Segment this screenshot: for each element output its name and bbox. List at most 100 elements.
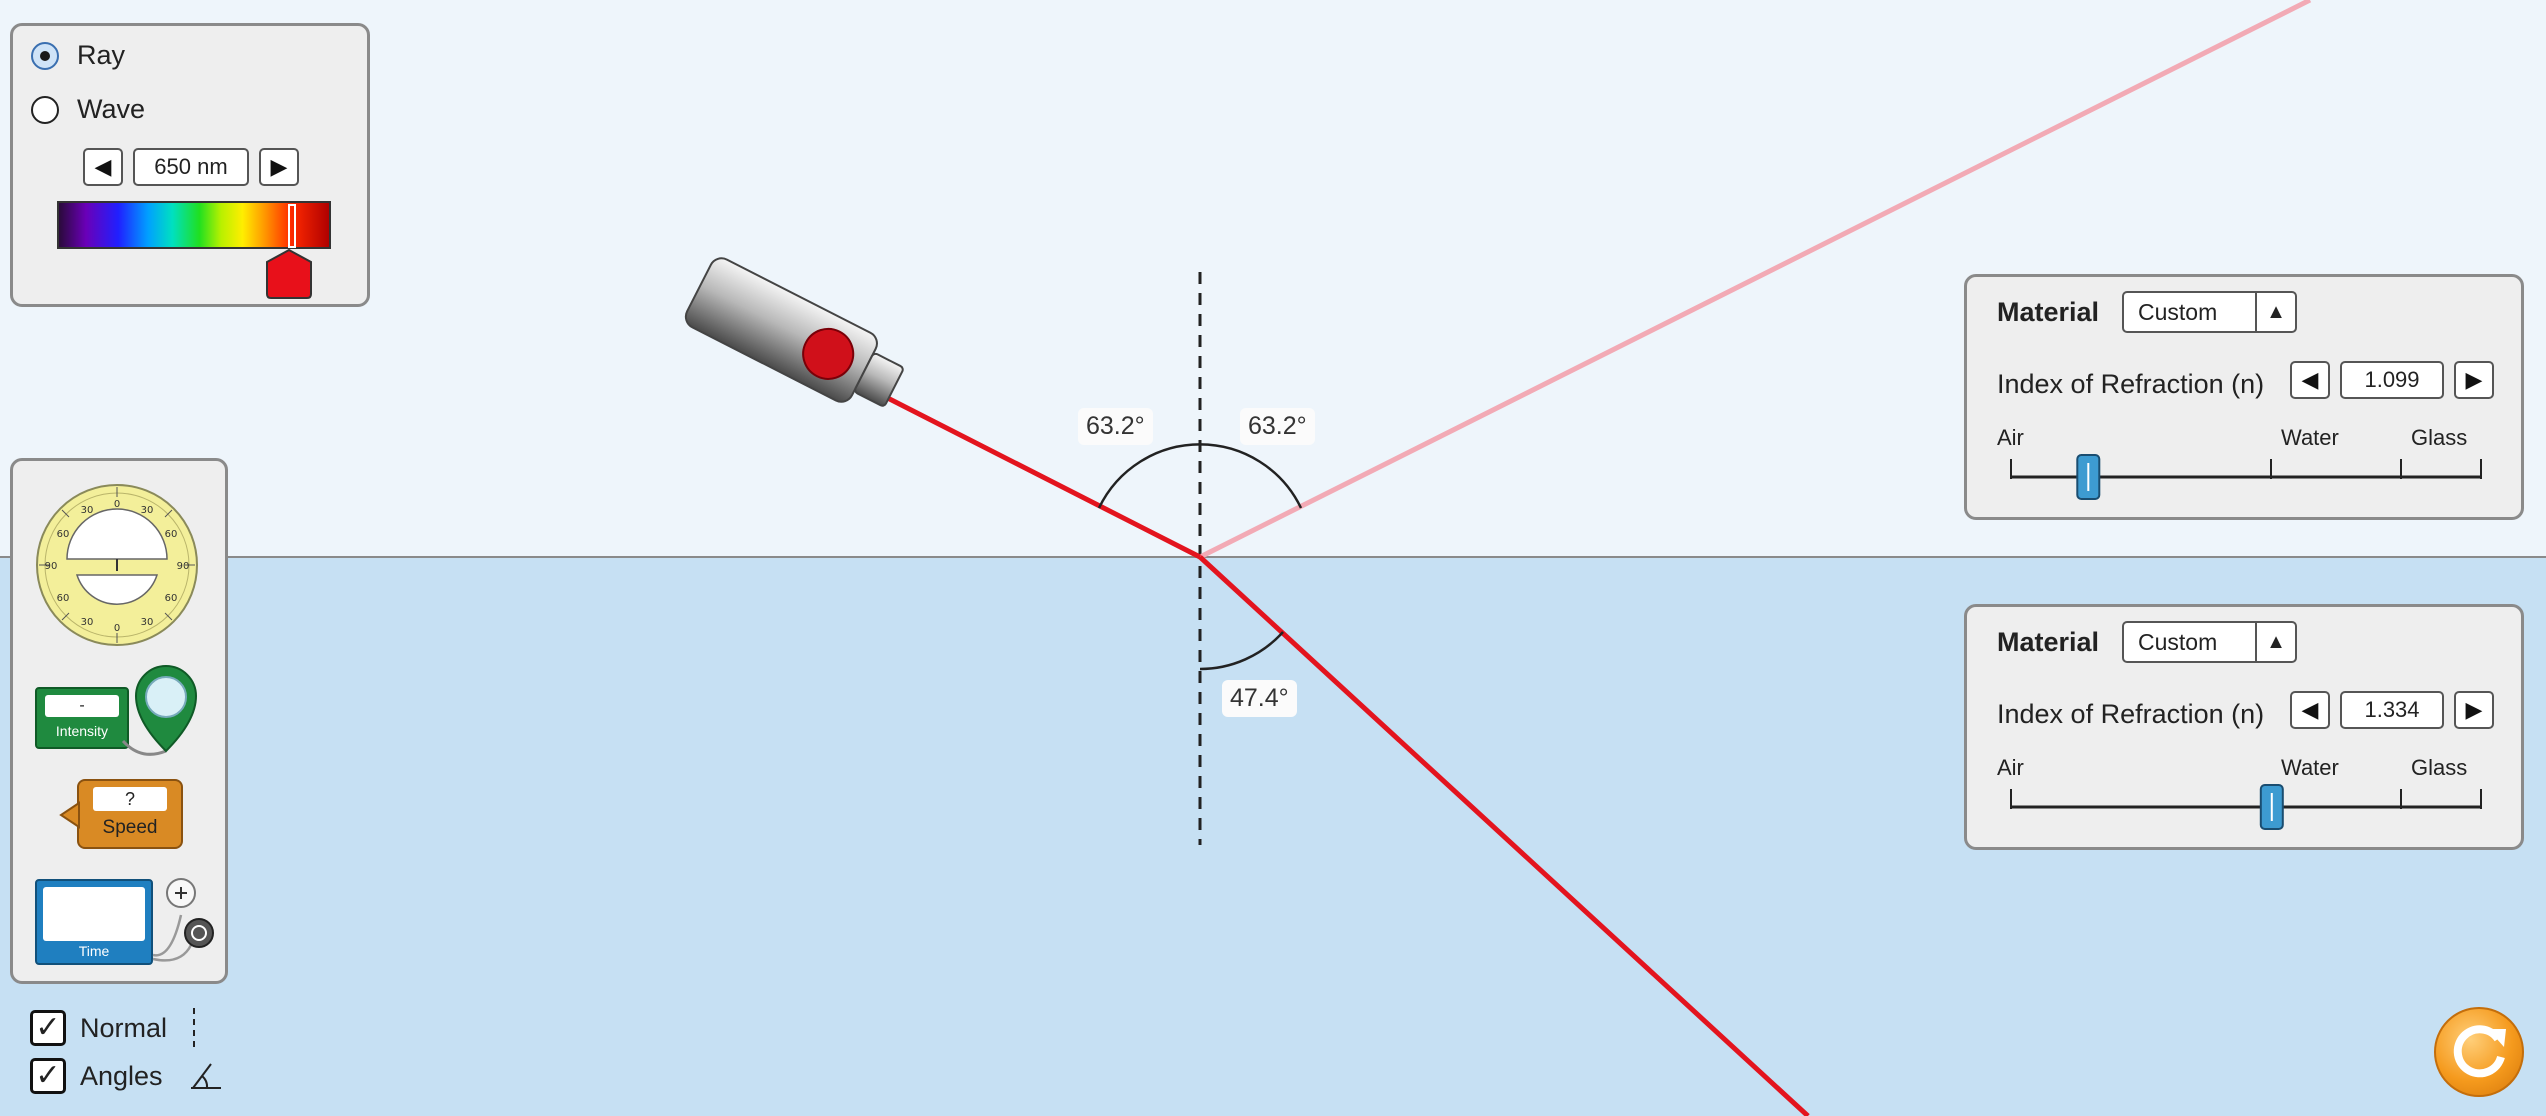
reflected-ray	[1198, 0, 2312, 560]
svg-text:30: 30	[81, 505, 94, 516]
top-scale-glass: Glass	[2411, 425, 2468, 450]
svg-text:60: 60	[57, 593, 70, 604]
probe-minus-icon	[184, 918, 214, 948]
up-triangle-icon: ▲	[2255, 293, 2295, 331]
tools-panel: 0 30 60 90 60 30 0 30 60 90 60 30 - Inte…	[10, 458, 228, 984]
laser-pointer[interactable]	[682, 254, 912, 421]
svg-text:60: 60	[57, 529, 70, 540]
top-ior-slider-thumb[interactable]	[2076, 454, 2101, 500]
top-ior-stepper: ◀ 1.099 ▶	[2290, 361, 2494, 399]
left-triangle-icon: ◀	[2301, 367, 2319, 392]
svg-text:30: 30	[141, 505, 154, 516]
left-triangle-icon: ◀	[94, 154, 112, 179]
bottom-ior-decrease-button[interactable]: ◀	[2290, 691, 2330, 729]
wavelength-spectrum-slider[interactable]	[57, 201, 331, 249]
bottom-material-combo[interactable]: Custom ▲	[2122, 621, 2297, 663]
reflected-angle-label: 63.2°	[1240, 408, 1315, 445]
svg-text:0: 0	[114, 623, 120, 634]
right-triangle-icon: ▶	[270, 154, 288, 179]
left-triangle-icon: ◀	[2301, 697, 2319, 722]
refracted-ray	[1198, 555, 1810, 1116]
bottom-ior-slider-thumb[interactable]	[2259, 784, 2284, 830]
normal-label: Normal	[80, 1012, 168, 1043]
top-ior-value: 1.099	[2340, 361, 2444, 399]
wavelength-value: 650 nm	[133, 148, 249, 186]
angle-icon	[190, 1063, 221, 1089]
intensity-label: Intensity	[55, 723, 109, 739]
intensity-readout: -	[45, 695, 119, 717]
time-sensor[interactable]: Time	[35, 879, 153, 965]
top-ior-slider[interactable]	[1967, 277, 2521, 517]
bottom-ior-slider[interactable]	[1967, 607, 2521, 847]
time-label: Time	[78, 943, 110, 959]
bottom-ior-label: Index of Refraction (n)	[1997, 699, 2265, 729]
svg-text:90: 90	[45, 561, 58, 572]
protractor-tool[interactable]: 0 30 60 90 60 30 0 30 60 90 60 30	[33, 481, 201, 649]
dashed-line-icon	[193, 1008, 196, 1048]
up-triangle-icon: ▲	[2255, 623, 2295, 661]
svg-text:60: 60	[165, 529, 178, 540]
svg-text:30: 30	[141, 617, 154, 628]
top-material-value: Custom	[2138, 298, 2218, 325]
angles-checkbox-row[interactable]: ✓ Angles	[30, 1058, 223, 1094]
ray-label: Ray	[77, 40, 126, 70]
bottom-scale-air: Air	[1997, 755, 2024, 780]
checkmark-icon: ✓	[35, 1059, 61, 1092]
right-triangle-icon: ▶	[2465, 697, 2483, 722]
wavelength-stepper: ◀ 650 nm ▶	[83, 148, 299, 186]
angles-label: Angles	[80, 1060, 163, 1091]
incident-angle-label: 63.2°	[1078, 408, 1153, 445]
bottom-ior-value: 1.334	[2340, 691, 2444, 729]
top-material-combo[interactable]: Custom ▲	[2122, 291, 2297, 333]
ray-radio[interactable]	[31, 41, 59, 70]
wavelength-decrease-button[interactable]: ◀	[83, 148, 123, 186]
bottom-scale-glass: Glass	[2411, 755, 2468, 780]
svg-text:0: 0	[114, 499, 120, 510]
speed-meter[interactable]: ? Speed	[77, 779, 183, 849]
bottom-ior-increase-button[interactable]: ▶	[2454, 691, 2494, 729]
top-scale-air: Air	[1997, 425, 2024, 450]
time-sensor-probes[interactable]	[151, 875, 223, 971]
speed-label: Speed	[102, 817, 158, 838]
angles-checkbox[interactable]: ✓	[30, 1058, 66, 1094]
reset-icon	[2453, 1025, 2506, 1078]
top-material-panel: Material Custom ▲ Index of Refraction (n…	[1964, 274, 2524, 520]
normal-checkbox[interactable]: ✓	[30, 1010, 66, 1046]
intensity-meter[interactable]: - Intensity	[35, 687, 129, 749]
checkmark-icon: ✓	[35, 1011, 61, 1044]
bottom-scale-water: Water	[2281, 755, 2339, 780]
top-scale-water: Water	[2281, 425, 2339, 450]
ray-radio-row[interactable]: Ray	[31, 40, 125, 71]
light-source-panel: Ray Wave ◀ 650 nm ▶	[10, 23, 370, 307]
top-ior-decrease-button[interactable]: ◀	[2290, 361, 2330, 399]
top-material-label: Material	[1997, 297, 2100, 327]
right-triangle-icon: ▶	[2465, 367, 2483, 392]
bottom-material-label: Material	[1997, 627, 2100, 657]
wave-label: Wave	[77, 94, 146, 124]
top-ior-increase-button[interactable]: ▶	[2454, 361, 2494, 399]
svg-text:60: 60	[165, 593, 178, 604]
bottom-ior-stepper: ◀ 1.334 ▶	[2290, 691, 2494, 729]
incidence-reflection-arc	[1097, 443, 1303, 509]
refracted-angle-label: 47.4°	[1222, 680, 1297, 717]
incident-ray	[860, 382, 1202, 560]
wave-radio[interactable]	[31, 95, 59, 124]
laser-power-button[interactable]	[795, 320, 862, 387]
svg-text:30: 30	[81, 617, 94, 628]
refraction-arc	[1199, 631, 1284, 671]
wavelength-increase-button[interactable]: ▶	[259, 148, 299, 186]
speed-readout: ?	[93, 787, 167, 811]
bottom-material-value: Custom	[2138, 628, 2218, 655]
speed-pointer-icon	[59, 801, 80, 829]
bottom-material-panel: Material Custom ▲ Index of Refraction (n…	[1964, 604, 2524, 850]
normal-checkbox-row[interactable]: ✓ Normal	[30, 1008, 197, 1048]
wave-radio-row[interactable]: Wave	[31, 94, 145, 125]
spectrum-cursor	[288, 204, 296, 248]
reset-button[interactable]	[2434, 1007, 2524, 1097]
time-screen	[43, 887, 145, 941]
top-ior-label: Index of Refraction (n)	[1997, 369, 2265, 399]
svg-text:90: 90	[177, 561, 190, 572]
intensity-sensor-probe[interactable]	[121, 661, 211, 771]
spectrum-slider-thumb[interactable]	[263, 248, 315, 300]
